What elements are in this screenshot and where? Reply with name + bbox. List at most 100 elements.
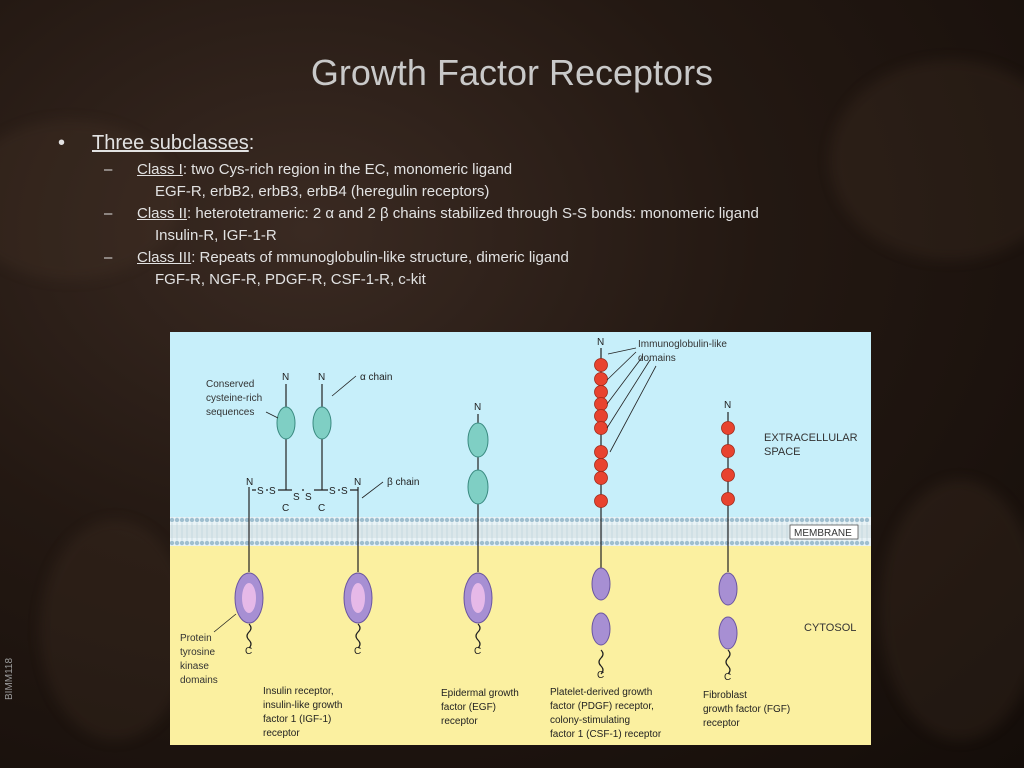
receptor-diagram: EXTRACELLULAR SPACE MEMBRANE CYTOSOL S S… [170, 332, 871, 745]
lipid-head [404, 517, 410, 523]
n-terminus-label: N [246, 477, 253, 488]
insulin-receptor-name: Insulin receptor, insulin-like growth fa… [263, 686, 342, 739]
lipid-head [279, 540, 285, 546]
receptor-name-line: factor (PDGF) receptor, [550, 701, 654, 712]
lipid-head [334, 517, 340, 523]
lipid-head [584, 540, 590, 546]
slide-code-label: BIMM118 [4, 657, 15, 700]
membrane-label: MEMBRANE [794, 528, 852, 539]
membrane [170, 517, 871, 546]
lipid-head [464, 540, 470, 546]
lipid-head [854, 540, 860, 546]
lipid-head [824, 517, 830, 523]
lipid-head [289, 517, 295, 523]
ig-like-label-line: Immunoglobulin-like [638, 339, 727, 350]
lipid-head [789, 517, 795, 523]
lipid-head [529, 540, 535, 546]
lipid-head [244, 517, 250, 523]
lipid-head [449, 517, 455, 523]
lipid-head [754, 540, 760, 546]
bullet-list: • Three subclasses: – Class I: two Cys-r… [58, 132, 759, 291]
lipid-head [824, 540, 830, 546]
extracellular-label-2: SPACE [764, 446, 800, 458]
lipid-head [629, 540, 635, 546]
cys-rich-domain [467, 469, 489, 505]
lipid-head [819, 540, 825, 546]
lipid-head [479, 517, 485, 523]
dash-marker: – [104, 249, 113, 266]
lipid-head [834, 540, 840, 546]
s-label: S [329, 486, 336, 497]
ig-like-domain [721, 492, 735, 506]
lipid-head [344, 540, 350, 546]
lipid-head [864, 540, 870, 546]
lipid-head [634, 540, 640, 546]
lipid-head [329, 517, 335, 523]
lipid-head [214, 517, 220, 523]
n-terminus-label: N [282, 372, 289, 383]
extracellular-label: EXTRACELLULAR [764, 432, 858, 444]
receptor-name-line: Epidermal growth [441, 688, 519, 699]
kinase-domain [718, 572, 738, 606]
lipid-head [414, 517, 420, 523]
lipid-head [809, 517, 815, 523]
ig-like-domain [594, 494, 608, 508]
lipid-head [424, 540, 430, 546]
lipid-head [779, 517, 785, 523]
class-iii-examples: FGF-R, NGF-R, PDGF-R, CSF-1-R, c-kit [155, 271, 426, 288]
lipid-head [764, 517, 770, 523]
receptor-name-line: Platelet-derived growth [550, 687, 652, 698]
class-ii-item: – Class II: heterotetrameric: 2 α and 2 … [58, 203, 759, 225]
bullet-three-subclasses: • Three subclasses: [58, 132, 759, 155]
lipid-head [484, 540, 490, 546]
ig-like-domain [594, 421, 608, 435]
lipid-head [469, 517, 475, 523]
lipid-head [609, 517, 615, 523]
lipid-head [439, 517, 445, 523]
lipid-head [689, 517, 695, 523]
lipid-head [189, 540, 195, 546]
lipid-head [829, 540, 835, 546]
lipid-head [849, 517, 855, 523]
lipid-head [239, 517, 245, 523]
lipid-head [314, 517, 320, 523]
lipid-head [844, 517, 850, 523]
lipid-head [184, 517, 190, 523]
ig-like-label: Immunoglobulin-like domains [638, 339, 727, 364]
lipid-head [859, 517, 865, 523]
ig-like-domain [594, 409, 608, 423]
lipid-head [859, 540, 865, 546]
class-ii-desc: : heterotetrameric: 2 α and 2 β chains s… [187, 205, 759, 222]
lipid-head [324, 540, 330, 546]
beta-chain-label: β chain [387, 477, 419, 488]
lipid-head [174, 540, 180, 546]
ig-like-domain [594, 397, 608, 411]
lipid-head [209, 540, 215, 546]
lipid-head [534, 540, 540, 546]
lipid-head [639, 540, 645, 546]
disulfide-bonds: S S S S S S [256, 483, 350, 503]
cys-rich-domain [312, 406, 332, 440]
lipid-head [614, 517, 620, 523]
lipid-head [814, 540, 820, 546]
lipid-head [274, 517, 280, 523]
lipid-head [694, 517, 700, 523]
lipid-head [669, 540, 675, 546]
lipid-head [234, 540, 240, 546]
class-i-name: Class I [137, 161, 183, 178]
n-terminus-label: N [724, 400, 731, 411]
lipid-head [449, 540, 455, 546]
lipid-head [594, 540, 600, 546]
lipid-head [714, 540, 720, 546]
alpha-chain-pointer [331, 375, 357, 397]
lipid-head [359, 517, 365, 523]
lipid-head [229, 517, 235, 523]
lipid-head [284, 517, 290, 523]
lipid-head [809, 540, 815, 546]
lipid-head [529, 517, 535, 523]
lipid-head [454, 517, 460, 523]
slide-title: Growth Factor Receptors [310, 52, 714, 93]
lipid-head [204, 540, 210, 546]
egf-receptor-name: Epidermal growth factor (EGF) receptor [441, 688, 519, 727]
lipid-head [209, 517, 215, 523]
